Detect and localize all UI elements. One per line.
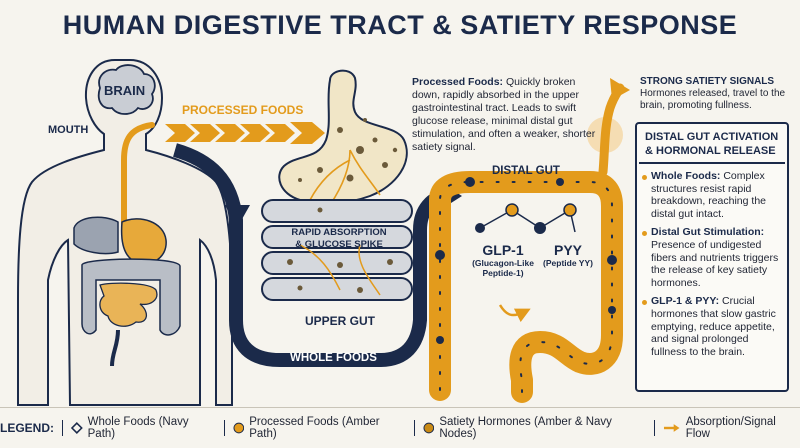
rapid-absorption-label: RAPID ABSORPTION & GLUCOSE SPIKE: [274, 227, 404, 251]
info-item-2-bold: Distal Gut Stimulation:: [651, 226, 765, 239]
whole-foods-path: [172, 143, 449, 367]
stomach-illustration: [278, 69, 408, 206]
pyy-label: PYY (Peptide YY): [538, 242, 598, 268]
body-organs: [73, 216, 181, 367]
info-box-heading: DISTAL GUT ACTIVATION & HORMONAL RELEASE: [639, 124, 785, 164]
glp1-subtitle-2: Peptide-1): [482, 268, 524, 278]
distal-gut-info-box: DISTAL GUT ACTIVATION & HORMONAL RELEASE…: [635, 122, 789, 392]
info-item-1-bold: Whole Foods:: [651, 170, 721, 182]
distal-gut-label: DISTAL GUT: [492, 165, 560, 177]
esophagus-path: [121, 122, 155, 228]
glp1-subtitle-1: (Glucagon-Like: [472, 258, 534, 268]
page-title: HUMAN DIGESTIVE TRACT & SATIETY RESPONSE: [62, 10, 738, 40]
processed-note-heading: Processed Foods:: [412, 76, 504, 88]
processed-foods-chevrons: [165, 122, 325, 144]
info-item-distal-stimulation: Distal Gut Stimulation: Presence of undi…: [637, 220, 787, 289]
glp1-label: GLP-1 (Glucagon-Like Peptide-1): [470, 242, 536, 278]
glp1-title: GLP-1: [482, 242, 524, 258]
rapid-absorption-line-1: RAPID ABSORPTION: [291, 227, 387, 238]
amber-arrow-icon: [664, 424, 680, 432]
satiety-signal-arrow: [587, 78, 630, 177]
legend-item-whole-foods: Whole Foods (Navy Path): [70, 416, 216, 440]
legend-separator: [654, 420, 656, 436]
hormone-node-icon: [423, 422, 434, 434]
satiety-heading: STRONG SATIETY SIGNALS: [640, 76, 775, 87]
brain-icon: [97, 64, 156, 115]
info-item-3-bold: GLP-1 & PYY:: [651, 295, 720, 308]
processed-foods-label: PROCESSED FOODS: [182, 103, 304, 117]
navy-diamond-icon: [70, 422, 83, 434]
info-item-1-text: Complex structures resist rapid breakdow…: [651, 170, 766, 220]
legend-separator: [223, 420, 225, 436]
info-item-whole-foods: Whole Foods: Complex structures resist r…: [637, 164, 787, 220]
upper-gut-label: UPPER GUT: [305, 314, 376, 328]
legend-item-processed-foods: Processed Foods (Amber Path): [233, 416, 406, 440]
upper-gut-coils: [261, 199, 413, 301]
distal-gut-colon: [429, 171, 623, 403]
legend-bar: LEGEND: Whole Foods (Navy Path) Processe…: [0, 407, 800, 448]
legend-separator: [413, 420, 415, 436]
brain-label: BRAIN: [104, 83, 146, 98]
legend-title: LEGEND:: [0, 421, 54, 435]
rapid-absorption-line-2: & GLUCOSE SPIKE: [295, 239, 383, 250]
legend-item-satiety-hormones: Satiety Hormones (Amber & Navy Nodes): [423, 416, 647, 440]
processed-note-text: Quickly broken down, rapidly absorbed in…: [412, 76, 596, 153]
whole-foods-label: WHOLE FOODS: [290, 352, 377, 364]
satiety-text: Hormones released, travel to the brain, …: [640, 88, 786, 111]
satiety-signals-note: STRONG SATIETY SIGNALS Hormones released…: [640, 76, 790, 112]
hormone-nodes: [475, 203, 577, 234]
legend-separator: [62, 420, 63, 436]
pyy-subtitle: (Peptide YY): [543, 258, 593, 268]
legend-label-signal-flow: Absorption/Signal Flow: [685, 416, 776, 440]
info-item-3-text: Crucial hormones that slow gastric empty…: [651, 295, 776, 358]
processed-foods-note: Processed Foods: Quickly broken down, ra…: [412, 76, 600, 154]
legend-item-signal-flow: Absorption/Signal Flow: [663, 416, 800, 440]
mouth-label: MOUTH: [48, 124, 89, 136]
info-item-glp1-pyy: GLP-1 & PYY: Crucial hormones that slow …: [637, 289, 787, 358]
legend-label-whole-foods: Whole Foods (Navy Path): [87, 416, 189, 440]
amber-dot-icon: [233, 422, 244, 434]
pyy-title: PYY: [553, 242, 582, 258]
legend-label-satiety-hormones: Satiety Hormones (Amber & Navy Nodes): [439, 416, 612, 440]
info-item-2-text: Presence of undigested fibers and nutrie…: [651, 238, 779, 289]
legend-label-processed-foods: Processed Foods (Amber Path): [249, 416, 380, 440]
